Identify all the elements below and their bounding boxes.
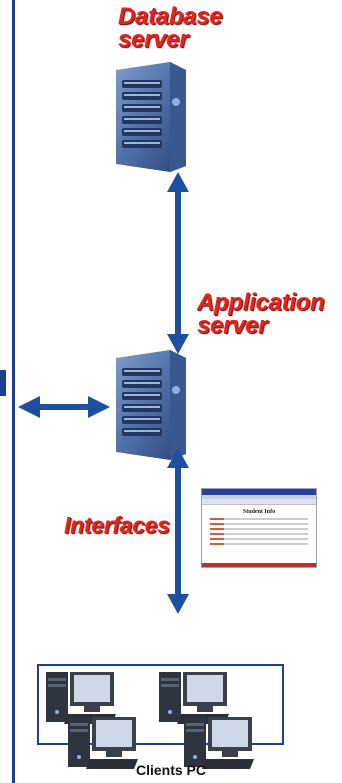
desktop-pc-icon	[184, 717, 254, 769]
database-server-label-line2: server	[118, 26, 189, 53]
window-title-bar	[202, 489, 316, 495]
application-server-label-line1: Application	[197, 289, 325, 316]
vertical-arrow-db-app	[167, 172, 189, 354]
left-frame-line	[12, 0, 15, 783]
window-text-line	[210, 528, 308, 530]
window-text-line	[210, 518, 308, 520]
left-frame-stub	[0, 370, 6, 396]
application-server-label-line2: server	[197, 312, 268, 339]
vertical-arrow-app-clients	[167, 448, 189, 614]
window-footer-bar	[202, 563, 316, 567]
window-menu-bar	[202, 495, 316, 499]
window-page-title: Student Info	[242, 509, 276, 515]
clients-pc-label: Clients PC	[135, 762, 206, 778]
window-text-line	[210, 523, 308, 525]
desktop-pc-icon	[159, 672, 229, 724]
application-server-icon	[116, 350, 186, 460]
application-server-label: Application server	[197, 289, 342, 339]
window-text-line	[210, 533, 308, 535]
desktop-pc-icon	[68, 717, 138, 769]
database-server-label-line1: Database	[118, 3, 223, 30]
interfaces-label: Interfaces	[64, 512, 170, 538]
application-window-icon: Student Info	[201, 488, 317, 568]
window-text-line	[210, 538, 308, 540]
horizontal-arrow-left	[18, 396, 110, 418]
database-server-label: Database server	[118, 3, 268, 53]
database-server-icon	[116, 62, 186, 172]
window-text-line	[210, 543, 308, 545]
window-toolbar	[202, 499, 316, 505]
